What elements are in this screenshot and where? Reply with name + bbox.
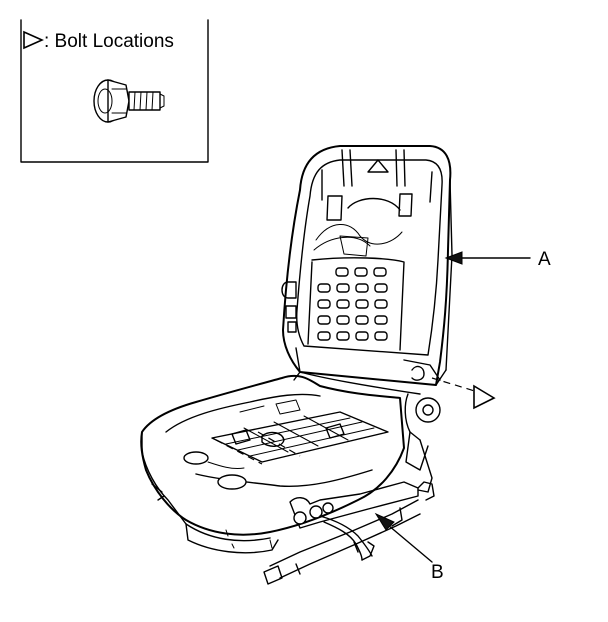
- cushion-hole: [217, 474, 247, 490]
- seat-cushion: [140, 374, 405, 554]
- bolt-icon: [93, 79, 165, 123]
- seat-pan-frame: [211, 399, 389, 465]
- lumbar-grid: [317, 267, 388, 341]
- cushion-hole: [183, 451, 209, 465]
- recliner: [293, 347, 441, 493]
- callout-a: A: [444, 249, 551, 270]
- seat-back: [281, 145, 453, 386]
- legend-label: : Bolt Locations: [44, 31, 174, 52]
- callout-b: B: [374, 512, 444, 583]
- legend-box: : Bolt Locations: [20, 19, 209, 163]
- bolt-symbol-icon: [23, 30, 44, 50]
- bolt-location-triangle-icon: [473, 384, 496, 410]
- callout-b-label: B: [431, 562, 444, 583]
- callout-a-label: A: [538, 249, 551, 270]
- seat-track: [263, 481, 435, 585]
- bolt-location-marker: [431, 377, 496, 410]
